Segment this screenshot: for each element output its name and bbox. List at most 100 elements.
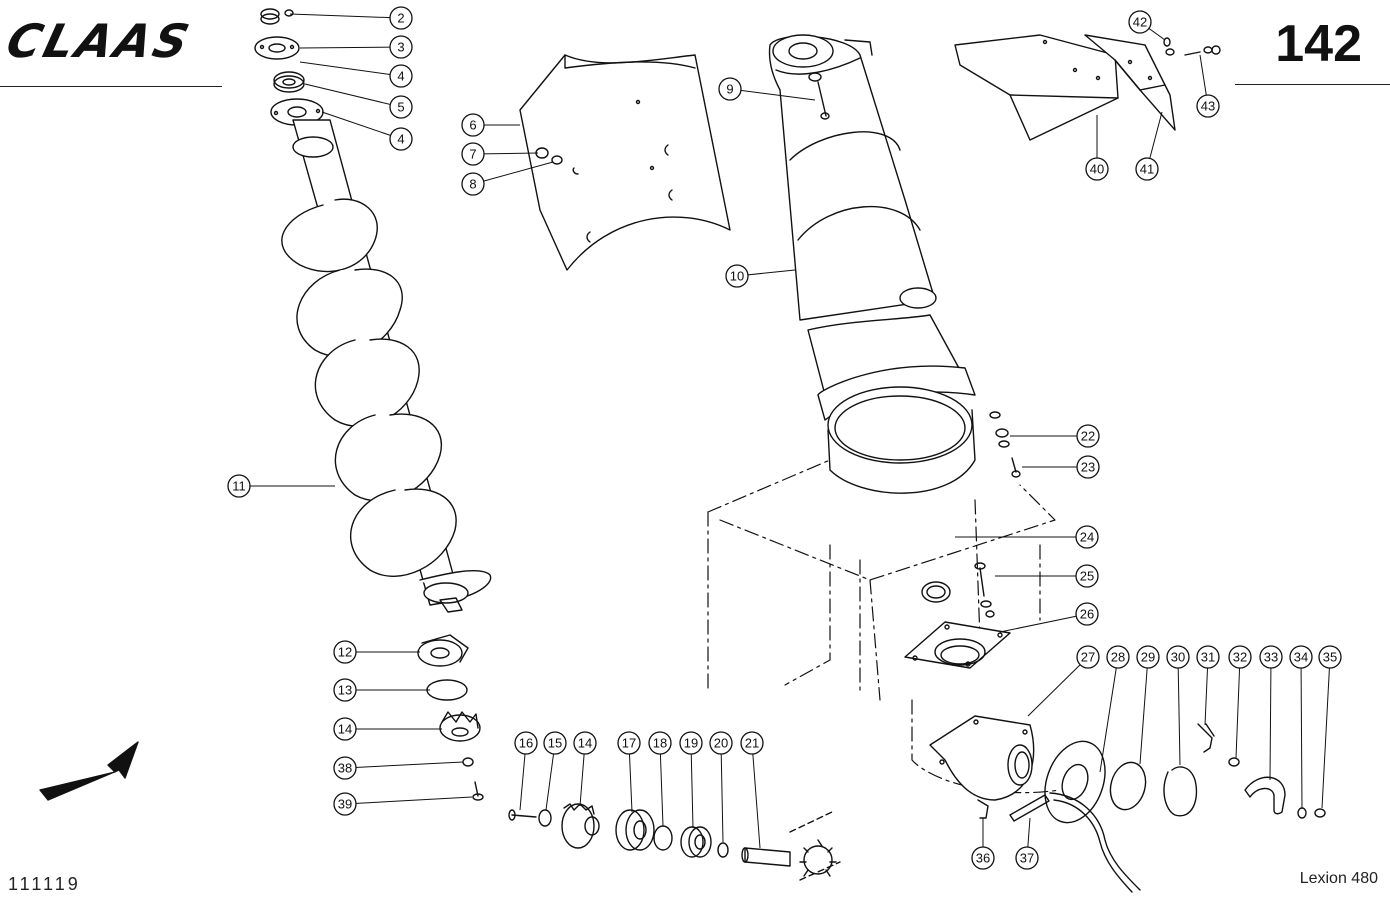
callout-number: 9: [726, 82, 733, 97]
callout-circle: [1135, 157, 1159, 181]
callout-17: 17: [617, 731, 641, 813]
part-bolt-9: [808, 72, 830, 120]
part-cover-plate: [254, 36, 300, 60]
callout-number: 39: [338, 797, 352, 812]
callout-16: 16: [514, 731, 538, 811]
part-bearing-12: [417, 634, 469, 667]
part-plate-28: [1044, 740, 1106, 824]
callout-number: 17: [622, 736, 636, 751]
callout-number: 21: [745, 736, 759, 751]
part-seal-24: [921, 581, 951, 603]
callout-circle: [1015, 846, 1039, 870]
leader-line: [344, 761, 464, 769]
callout-circle: [1289, 645, 1313, 669]
callout-circle: [333, 756, 357, 780]
callout-circle: [1076, 645, 1100, 669]
callout-number: 5: [397, 100, 404, 115]
part-bearing-17: [615, 809, 655, 851]
callout-circle: [543, 731, 567, 755]
callout-26: 26: [999, 602, 1099, 633]
document-code: 111119: [8, 874, 81, 894]
callout-circle: [1228, 645, 1252, 669]
leader-line: [659, 742, 664, 827]
callout-circle: [1076, 424, 1100, 448]
callout-27: 27: [1027, 645, 1100, 717]
callout-number: 33: [1264, 650, 1278, 665]
part-nut-top: [260, 8, 294, 25]
callout-7: 7: [461, 142, 539, 166]
callout-circle: [1075, 525, 1099, 549]
part-washer-34: [1297, 807, 1307, 819]
leader-line: [344, 796, 473, 805]
callout-circle: [461, 172, 485, 196]
leader-line: [472, 161, 554, 185]
callout-number: 6: [469, 118, 476, 133]
leader-line: [729, 88, 816, 101]
callout-35: 35: [1318, 645, 1342, 809]
leader-line: [321, 111, 402, 140]
callout-circle: [1136, 645, 1160, 669]
callout-23: 23: [1022, 455, 1100, 479]
callout-number: 28: [1111, 650, 1125, 665]
callout-number: 29: [1141, 650, 1155, 665]
callout-circle: [1196, 645, 1220, 669]
callout-number: 35: [1323, 650, 1337, 665]
callout-circle: [1259, 645, 1283, 669]
callout-number: 3: [397, 40, 404, 55]
callout-circle: [389, 64, 413, 88]
leader-line: [1177, 656, 1181, 766]
part-nut-35: [1314, 808, 1326, 818]
callout-circle: [648, 731, 672, 755]
callout-number: 15: [548, 736, 562, 751]
callout-15: 15: [543, 731, 567, 811]
callout-12: 12: [333, 640, 420, 664]
callout-33: 33: [1259, 645, 1283, 781]
machine-body-outline: [707, 459, 1061, 794]
callout-29: 29: [1136, 645, 1160, 765]
callout-circle: [1075, 602, 1099, 626]
callout-circle: [461, 113, 485, 137]
callout-25: 25: [995, 564, 1099, 588]
callout-8: 8: [461, 161, 554, 196]
direction-arrow: [39, 741, 139, 801]
leader-line: [304, 83, 402, 108]
callout-circle: [389, 127, 413, 151]
callout-circle: [333, 717, 357, 741]
callout-22: 22: [1010, 424, 1100, 448]
callout-21: 21: [740, 731, 764, 849]
callout-5: 5: [304, 83, 413, 119]
callout-number: 14: [338, 722, 352, 737]
callout-circle: [389, 35, 413, 59]
part-clamp-33: [1244, 776, 1286, 815]
leader-line: [1235, 656, 1241, 759]
callout-circle: [1106, 645, 1130, 669]
callout-circle: [679, 731, 703, 755]
callout-number: 4: [397, 132, 404, 147]
callout-number: 22: [1081, 429, 1095, 444]
leader-line: [299, 46, 402, 49]
callout-number: 30: [1171, 650, 1185, 665]
callout-circle: [333, 640, 357, 664]
callout-number: 27: [1081, 650, 1095, 665]
callout-number: 7: [469, 147, 476, 162]
callout-20: 20: [709, 731, 733, 843]
callout-13: 13: [333, 678, 430, 702]
callout-14: 14: [333, 717, 442, 741]
part-bolt-39: [472, 781, 484, 801]
callout-28: 28: [1099, 645, 1130, 773]
callout-circle: [971, 846, 995, 870]
part-bearing-19: [680, 826, 712, 858]
callout-6: 6: [461, 113, 520, 137]
callout-circle: [725, 264, 749, 288]
callout-circle: [461, 142, 485, 166]
part-washer-8: [551, 155, 579, 175]
callout-circle: [1075, 564, 1099, 588]
tube-lower: [807, 314, 976, 494]
callout-40: 40: [1085, 115, 1109, 181]
leader-line: [299, 61, 402, 77]
callout-number: 13: [338, 683, 352, 698]
callout-circle: [740, 731, 764, 755]
callout-2: 2: [289, 6, 413, 30]
leader-line: [1027, 656, 1089, 717]
